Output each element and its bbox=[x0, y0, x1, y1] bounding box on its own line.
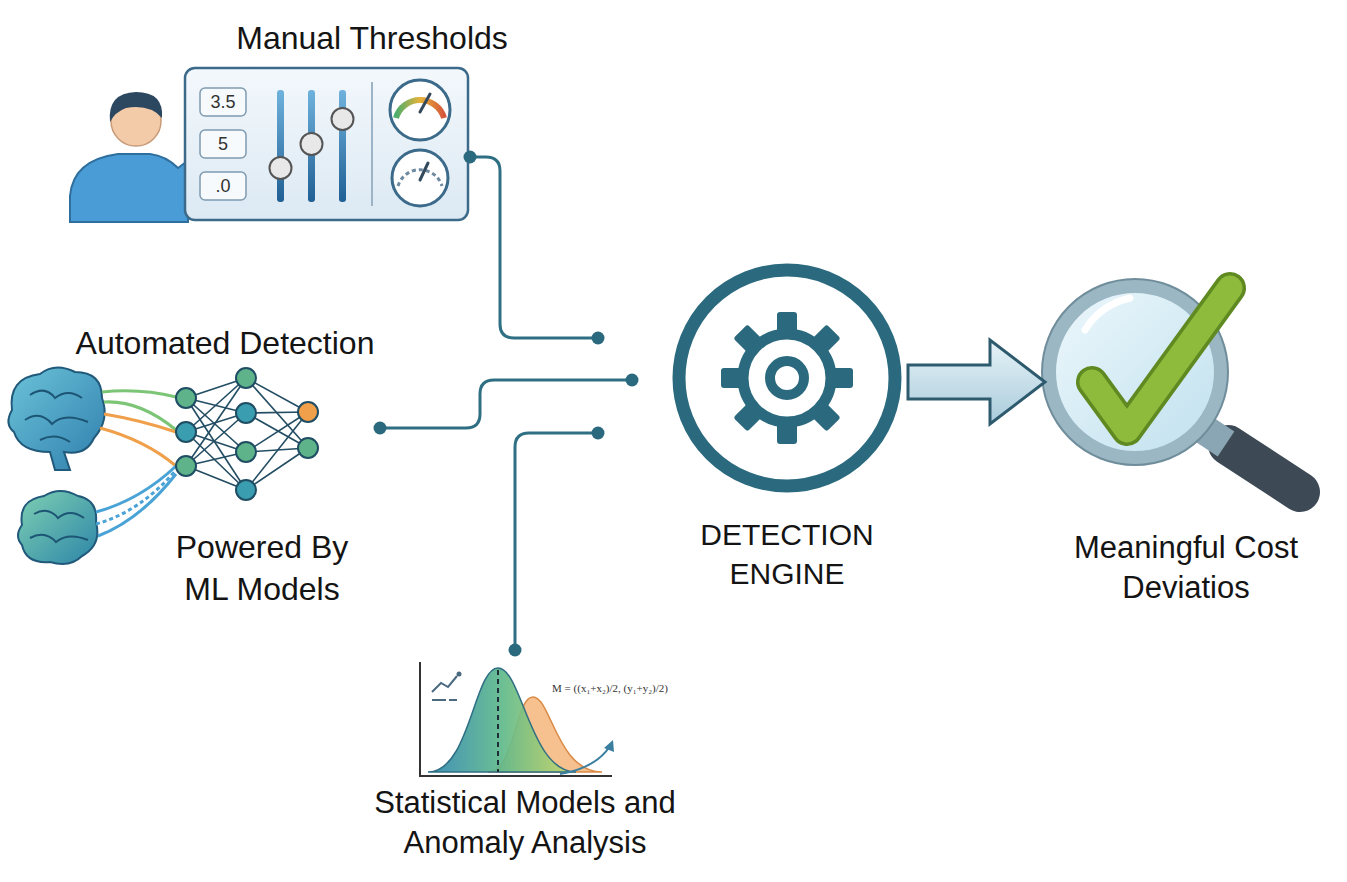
distribution-chart bbox=[457, 672, 462, 677]
brain-icons bbox=[8, 367, 104, 564]
magnifier-icon bbox=[1228, 445, 1300, 492]
control-panel bbox=[420, 163, 428, 180]
control-panel bbox=[392, 150, 448, 206]
connector-dot bbox=[592, 427, 605, 440]
threshold-value: .0 bbox=[200, 172, 246, 200]
input-arrows bbox=[100, 428, 176, 466]
result-magnifier: Meaningful Cost Deviatios bbox=[1045, 275, 1335, 605]
block-arrow-shape bbox=[908, 340, 1045, 424]
distribution-chart bbox=[420, 662, 612, 776]
neural-network bbox=[186, 378, 246, 432]
connector-path bbox=[515, 433, 598, 650]
person-figure bbox=[110, 92, 162, 122]
neural-network bbox=[176, 388, 196, 408]
connector-dot bbox=[464, 151, 477, 164]
neural-network bbox=[176, 422, 196, 442]
control-panel bbox=[185, 68, 468, 220]
node-heading: Automated Detection bbox=[30, 323, 420, 365]
connector-line bbox=[374, 374, 639, 435]
control-panel bbox=[332, 108, 354, 130]
neural-network bbox=[186, 378, 308, 490]
magnifier-icon bbox=[1042, 279, 1300, 492]
neural-network bbox=[236, 403, 256, 423]
control-panel bbox=[277, 90, 284, 202]
brain-icons bbox=[25, 391, 88, 442]
ml-detection-group: Automated DetectionPowered By ML Models bbox=[0, 320, 380, 605]
control-panel bbox=[301, 133, 323, 155]
gear-icon bbox=[743, 334, 831, 422]
control-panel bbox=[339, 90, 346, 202]
connector-line bbox=[509, 427, 605, 657]
neural-network bbox=[176, 368, 318, 500]
connector-path bbox=[380, 380, 632, 428]
input-arrows bbox=[98, 474, 176, 536]
control-panel bbox=[390, 80, 450, 140]
engine-circle: DETECTION ENGINE bbox=[598, 268, 905, 490]
distribution-chart bbox=[497, 670, 499, 772]
control-panel bbox=[420, 94, 430, 112]
neural-network bbox=[298, 402, 318, 422]
node-heading: Manual Thresholds bbox=[192, 18, 552, 60]
input-arrows bbox=[104, 414, 176, 432]
brain-icons bbox=[18, 491, 97, 564]
engine-ring bbox=[679, 270, 895, 486]
control-panel bbox=[270, 157, 292, 179]
control-panel bbox=[371, 82, 373, 206]
node-subheading: Powered By ML Models bbox=[156, 527, 368, 610]
check-mark bbox=[1092, 288, 1230, 430]
magnifier-icon bbox=[1085, 298, 1130, 330]
input-arrows bbox=[102, 391, 176, 397]
connector-dot bbox=[626, 374, 639, 387]
node-heading: Statistical Models and Anomaly Analysis bbox=[339, 783, 711, 864]
neural-network bbox=[236, 442, 256, 462]
distribution-chart bbox=[449, 699, 457, 701]
connector-dot bbox=[374, 422, 387, 435]
neural-network bbox=[298, 438, 318, 458]
control-panel bbox=[200, 172, 246, 200]
brain-icons bbox=[8, 367, 104, 470]
neural-network bbox=[236, 368, 256, 388]
block-arrow bbox=[908, 340, 1045, 424]
neural-network bbox=[176, 456, 196, 476]
engine-ring bbox=[679, 270, 895, 486]
formula-note: M = ((x₁+x₂)/2, (y₁+y₂)/2) bbox=[550, 680, 670, 696]
input-arrows bbox=[96, 391, 176, 536]
distribution-chart bbox=[432, 676, 457, 692]
connector-dot bbox=[592, 332, 605, 345]
distribution-chart bbox=[604, 740, 614, 752]
connector-line bbox=[464, 151, 605, 345]
connector-path bbox=[470, 157, 598, 338]
distribution-chart bbox=[432, 699, 446, 701]
brain-icons bbox=[30, 511, 88, 542]
check-mark bbox=[1092, 288, 1230, 430]
connector-dot bbox=[509, 644, 522, 657]
control-panel bbox=[185, 68, 468, 220]
gear-icon bbox=[721, 312, 853, 444]
node-heading: DETECTION ENGINE bbox=[671, 515, 903, 593]
distribution-chart bbox=[560, 746, 610, 774]
statistics-group: Statistical Models and Anomaly Analysis bbox=[345, 650, 705, 860]
control-panel bbox=[200, 130, 246, 158]
check-mark bbox=[1092, 288, 1230, 430]
control-panel bbox=[200, 88, 246, 116]
neural-network bbox=[176, 368, 318, 500]
distribution-chart bbox=[420, 662, 614, 776]
node-heading: Meaningful Cost Deviatios bbox=[1045, 528, 1327, 609]
neural-network bbox=[236, 480, 256, 500]
threshold-value: 3.5 bbox=[200, 88, 246, 116]
threshold-value: 5 bbox=[200, 130, 246, 158]
gear-icon bbox=[770, 361, 804, 395]
